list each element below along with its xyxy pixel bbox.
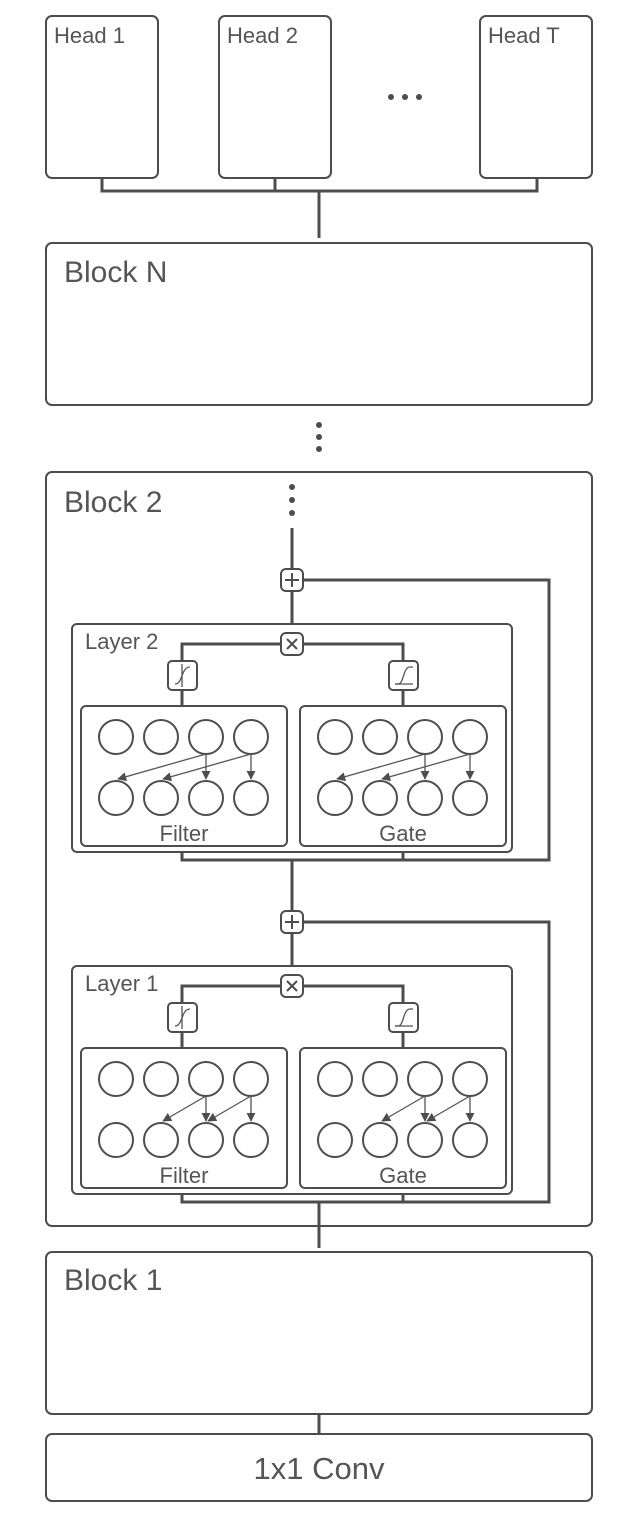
conv-box [45,1433,593,1502]
block-n-label: Block N [64,256,167,289]
heads-connector [100,178,539,238]
gate-wires [180,642,405,705]
sigmoid-icon [388,660,419,691]
tanh-icon [167,1002,198,1033]
tanh-icon [167,660,198,691]
vertical-ellipsis-icon [289,484,295,516]
filter-label: Filter [160,821,209,846]
layer-1-label: Layer 1 [85,971,158,996]
multiply-icon [280,632,304,656]
output-heads: Head 1 Head 2 Head T [45,15,593,238]
layer-2-label: Layer 2 [85,629,158,654]
layer-1: Layer 1 Filter Gate [71,965,513,1195]
head-t-label: Head T [488,23,560,48]
vertical-ellipsis-icon [316,422,322,452]
block-1-label: Block 1 [64,1264,162,1297]
add-icon [280,910,304,934]
head-1-label: Head 1 [54,23,125,48]
residual-wires [180,528,551,1248]
ellipsis-icon [388,94,422,100]
gate-label: Gate [379,821,427,846]
filter-label: Filter [160,1163,209,1188]
block-n-box [45,242,593,406]
multiply-icon [280,974,304,998]
conv-label: 1x1 Conv [254,1451,385,1486]
add-icon [280,568,304,592]
gate-label: Gate [379,1163,427,1188]
head-2-label: Head 2 [227,23,298,48]
gate-wires [180,984,405,1047]
layer-2: Layer 2 Filter Gate [71,623,513,853]
block-2-label: Block 2 [64,486,162,519]
sigmoid-icon [388,1002,419,1033]
